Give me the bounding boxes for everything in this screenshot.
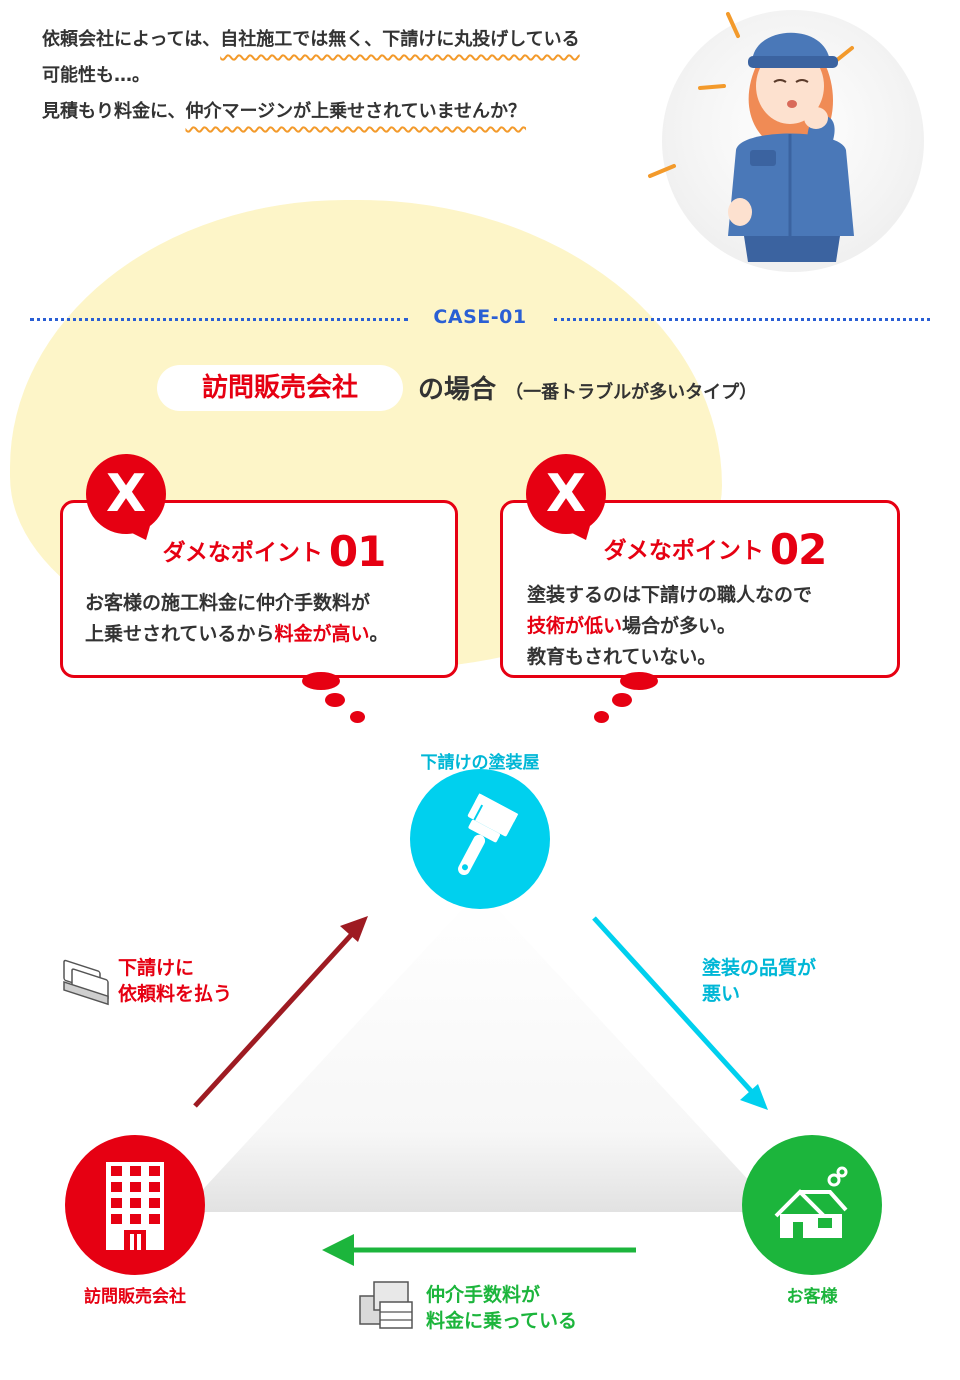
bad-point-body-line: 上乗せされているから料金が高い。 — [85, 619, 455, 650]
x-mark-icon: X — [86, 454, 166, 534]
intro-line-3-highlight: 仲介マージンが上乗せされていませんか？ — [185, 101, 527, 122]
x-mark-badge-tail-02 — [570, 526, 590, 540]
intro-line-3: 見積もり料金に、仲介マージンが上乗せされていませんか？ — [42, 94, 722, 130]
bad-point-body-line: 技術が低い場合が多い。 — [527, 611, 897, 642]
flow-label-fee: 仲介手数料が 料金に乗っている — [426, 1282, 577, 1334]
intro-line-3-plain: 見積もり料金に、 — [42, 101, 186, 122]
flow-label-line: 悪い — [702, 983, 741, 1005]
bad-point-highlight: 料金が高い — [274, 623, 370, 645]
bad-point-body-text: 。 — [369, 623, 389, 645]
case-title-suffix: の場合 （一番トラブルが多いタイプ） — [418, 369, 757, 406]
intro-text: 依頼会社によっては、自社施工では無く、下請けに丸投げしている 可能性も…。 見積… — [42, 22, 722, 130]
flow-label-quality: 塗装の品質が 悪い — [702, 955, 816, 1007]
money-bundle-icon — [359, 1281, 413, 1329]
flow-label-line: 依頼料を払う — [118, 983, 233, 1005]
paint-brush-icon — [458, 793, 519, 876]
money-stack-icon — [63, 959, 109, 1006]
building-icon — [106, 1162, 164, 1250]
case-suffix-main: の場合 — [418, 375, 497, 405]
flow-label-line: 仲介手数料が — [426, 1284, 541, 1306]
divider-dots-right — [554, 318, 930, 321]
x-mark-icon: X — [526, 454, 606, 534]
thought-bubble-dot — [594, 711, 609, 723]
thought-bubble-dot — [620, 672, 658, 690]
bad-point-body-line: 教育もされていない。 — [527, 646, 717, 668]
flow-label-line: 下請けに — [118, 957, 195, 979]
bad-point-body-line: 塗装するのは下請けの職人なので — [527, 584, 813, 606]
bad-point-number: 02 — [769, 525, 827, 574]
case-suffix-note: （一番トラブルが多いタイプ） — [505, 382, 758, 403]
arrow-pay-subcontractor — [193, 916, 368, 1108]
flow-label-line: 料金に乗っている — [426, 1310, 578, 1332]
bad-point-title-text: ダメなポイント — [603, 538, 764, 564]
divider-dots-left — [30, 318, 408, 321]
thought-bubble-dot — [612, 693, 632, 707]
triangle-background — [182, 890, 778, 1212]
house-icon — [774, 1166, 848, 1238]
thought-bubble-dot — [350, 711, 365, 723]
subcontractor-label: 下請けの塗装屋 — [420, 753, 540, 773]
arrow-fee-to-sales-company — [322, 1234, 636, 1266]
sales-company-label: 訪問販売会社 — [84, 1287, 186, 1307]
bad-point-body-line: お客様の施工料金に仲介手数料が — [85, 592, 371, 614]
flow-label-pay: 下請けに 依頼料を払う — [118, 955, 232, 1007]
arrow-quality-to-customer — [592, 916, 768, 1110]
bad-point-body-text: 場合が多い。 — [622, 615, 737, 637]
thought-bubble-dot — [325, 693, 345, 707]
customer-label: お客様 — [786, 1287, 838, 1307]
worried-worker-illustration — [648, 12, 854, 262]
bad-point-body-text: 上乗せされているから — [85, 623, 275, 645]
intro-line-1-highlight: 自社施工では無く、下請けに丸投げしている — [220, 29, 580, 50]
bad-point-highlight: 技術が低い — [527, 615, 623, 637]
case-label: CASE-01 — [433, 306, 527, 328]
thought-bubble-dot — [302, 672, 340, 690]
bad-point-body-01: お客様の施工料金に仲介手数料が 上乗せされているから料金が高い。 — [85, 588, 455, 650]
intro-line-1-plain: 依頼会社によっては、 — [42, 29, 221, 50]
case-company-pill: 訪問販売会社 — [157, 365, 403, 411]
bad-point-body-02: 塗装するのは下請けの職人なので 技術が低い場合が多い。 教育もされていない。 — [527, 580, 897, 673]
bad-point-title-text: ダメなポイント — [162, 540, 323, 566]
bad-point-number: 01 — [328, 527, 386, 576]
intro-line-2: 可能性も…。 — [42, 65, 150, 86]
flow-label-line: 塗装の品質が — [702, 957, 817, 979]
flow-diagram-graphics — [63, 769, 882, 1329]
intro-line-1: 依頼会社によっては、自社施工では無く、下請けに丸投げしている — [42, 22, 722, 58]
x-mark-badge-tail-01 — [130, 526, 150, 540]
